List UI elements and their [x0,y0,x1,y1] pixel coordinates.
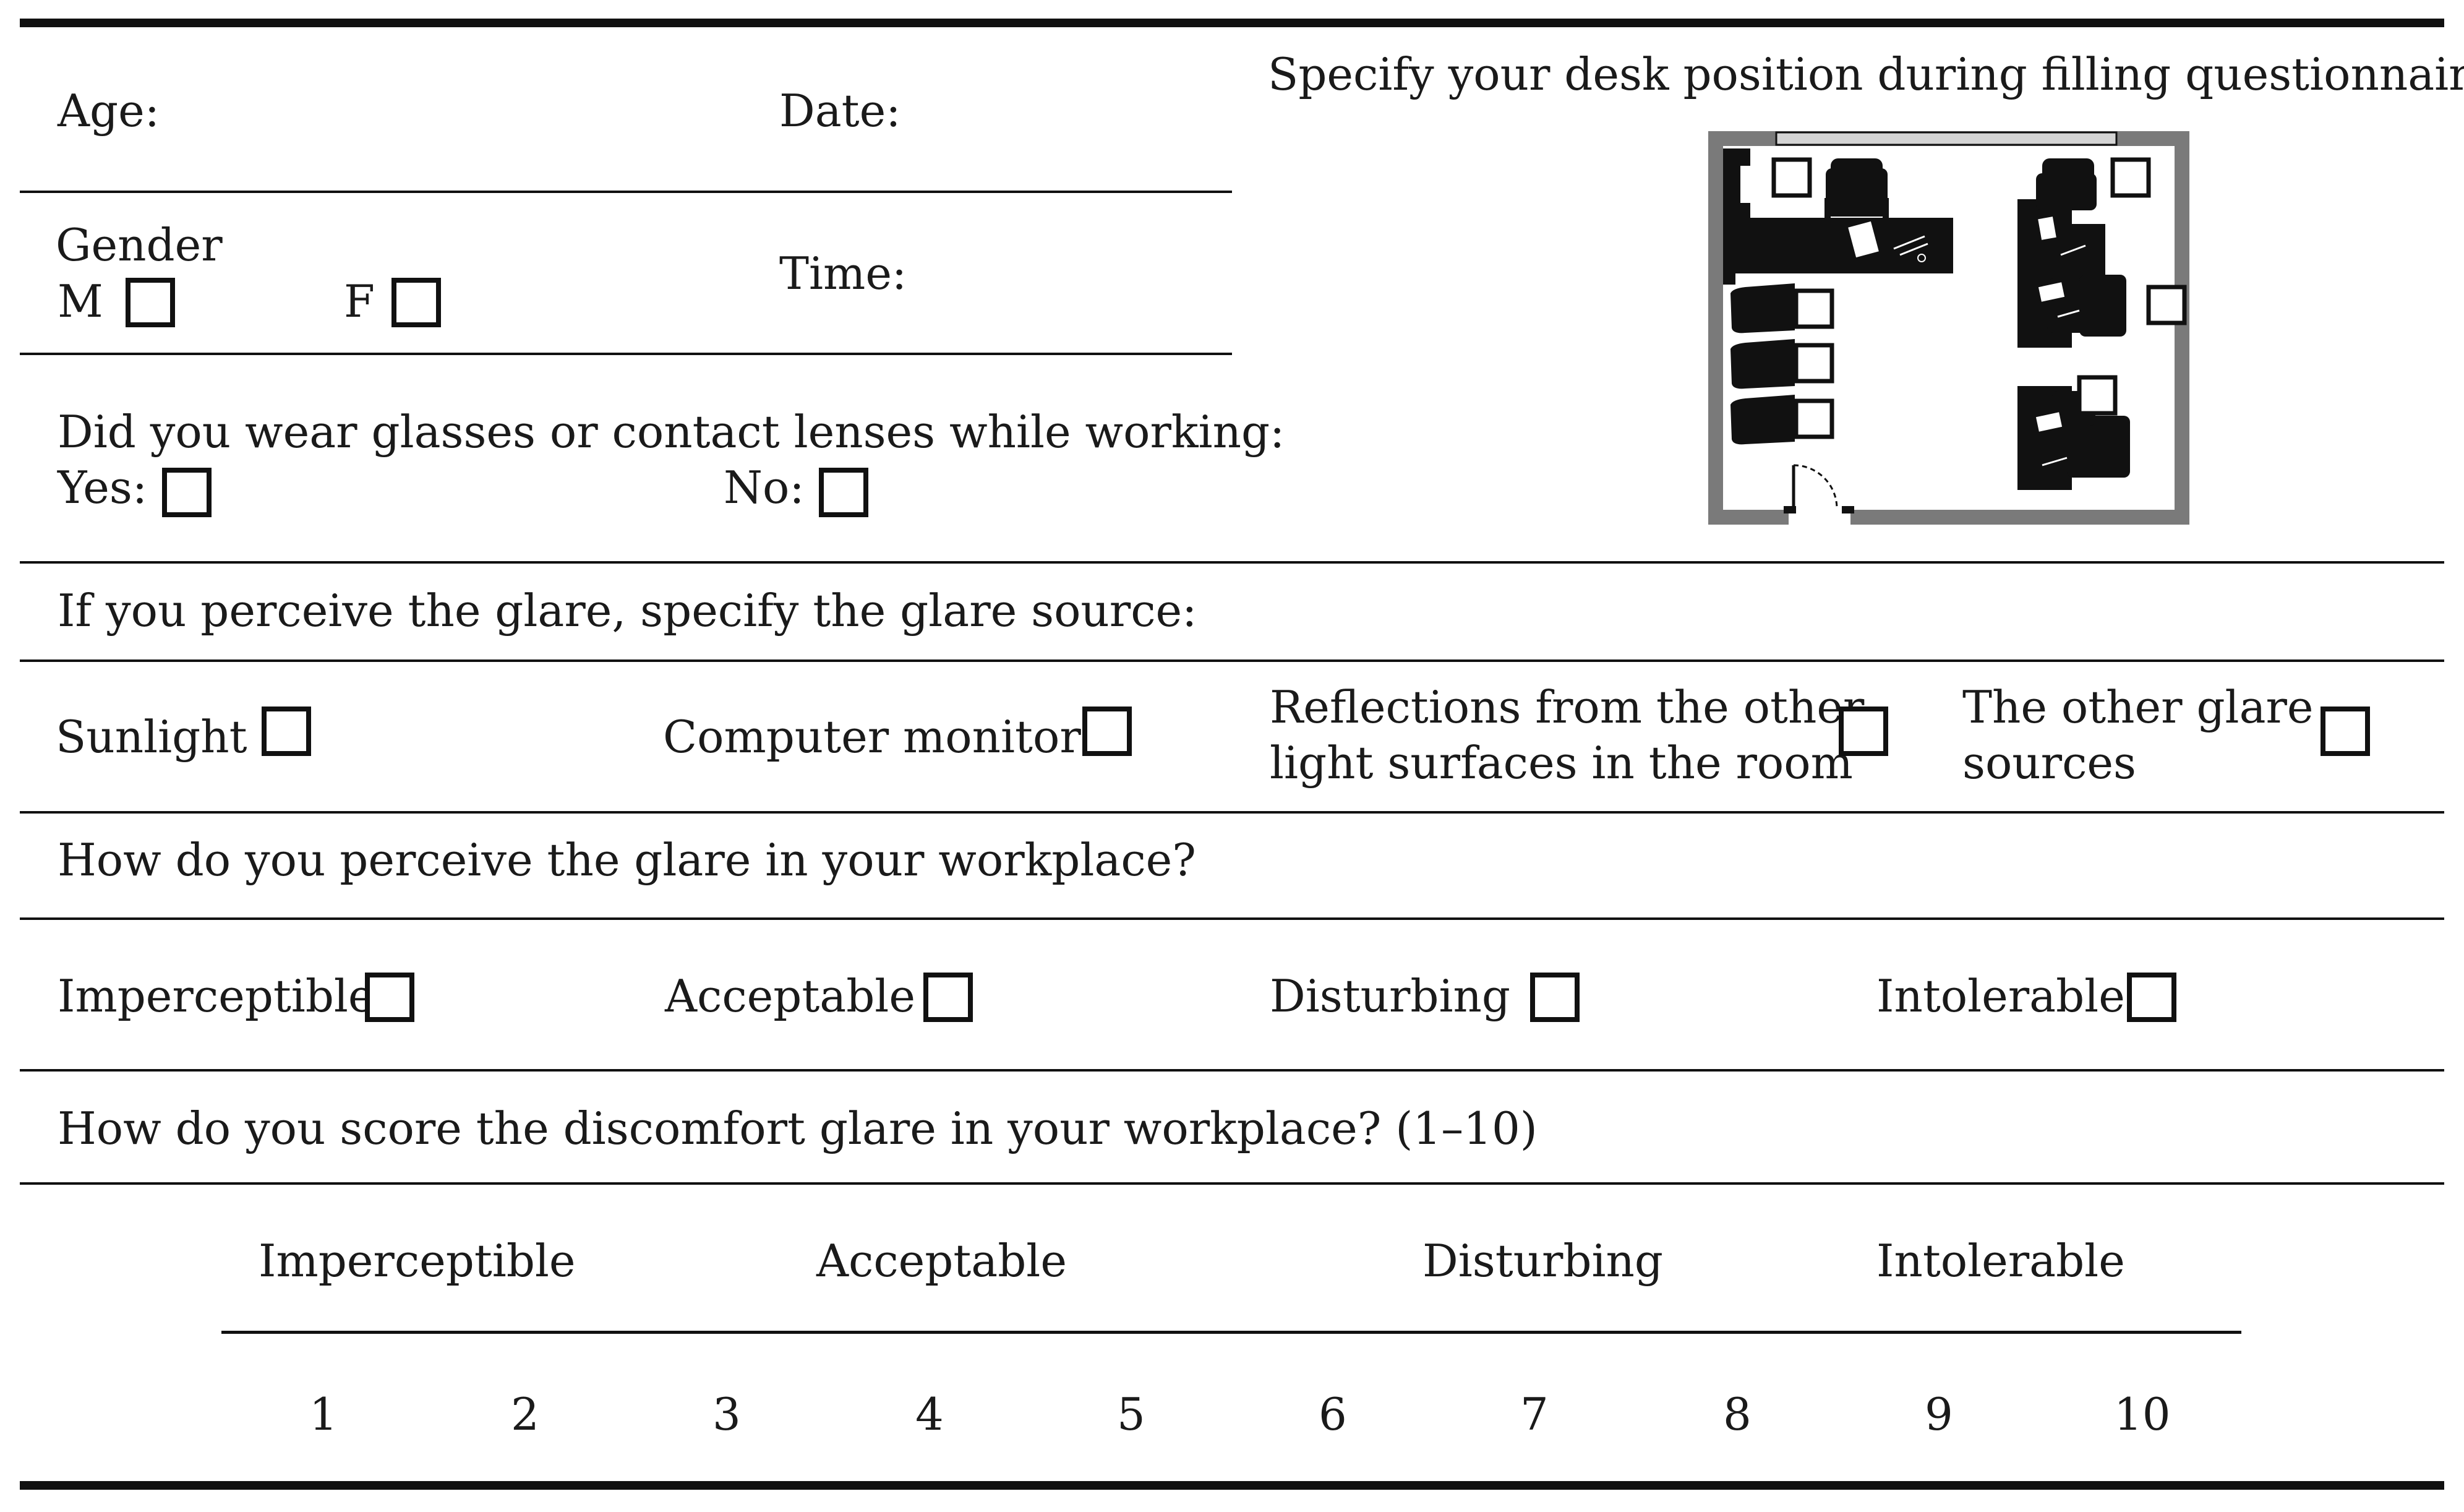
no-label: No: [724,462,805,513]
score-category-intolerable: Intolerable [1876,1235,2125,1287]
perceive-imperceptible-label: Imperceptible [58,970,375,1022]
rule-after-perceive-question [20,917,2444,920]
rule-after-source-options [20,811,2444,814]
score-5[interactable]: 5 [1117,1388,1145,1440]
score-category-imperceptible: Imperceptible [259,1235,576,1287]
source-other-label-line1: The other glare [1962,681,2314,733]
rule-after-gender [20,353,1232,355]
rule-after-perceive-options [20,1069,2444,1072]
perceive-disturbing-label: Disturbing [1270,970,1511,1022]
yes-label: Yes: [58,462,148,513]
glare-source-question: If you perceive the glare, specify the g… [58,585,1197,637]
office-floor-plan [1708,131,2189,525]
glasses-yes-checkbox[interactable] [162,468,212,517]
source-reflections-label-line1: Reflections from the other [1270,681,1865,733]
time-label: Time: [779,247,907,299]
position-checkbox-7[interactable] [2077,375,2118,416]
desk-top-left [1723,218,1953,273]
gender-label: Gender [56,219,223,271]
age-label: Age: [58,85,160,137]
source-other-label-line2: sources [1962,737,2136,789]
score-3[interactable]: 3 [712,1388,741,1440]
perceive-acceptable-label: Acceptable [665,970,915,1022]
perceive-imperceptible-checkbox[interactable] [365,973,414,1022]
window [1775,131,2118,146]
source-reflections-label-line2: light surfaces in the room [1270,737,1853,789]
perceive-intolerable-label: Intolerable [1876,970,2125,1022]
chair-left-3 [1730,395,1795,445]
score-9[interactable]: 9 [1925,1388,1953,1440]
female-label: F [344,275,375,327]
desk-position-label: Specify your desk position during fillin… [1268,48,2464,100]
score-8[interactable]: 8 [1723,1388,1752,1440]
position-checkbox-4[interactable] [1794,343,1834,384]
source-monitor-checkbox[interactable] [1082,707,1132,756]
female-checkbox[interactable] [391,278,441,327]
source-reflections-checkbox[interactable] [1839,707,1888,756]
perceive-intolerable-checkbox[interactable] [2127,973,2176,1022]
position-checkbox-2[interactable] [2110,157,2151,198]
score-category-disturbing: Disturbing [1422,1235,1664,1287]
chair-left-1 [1730,283,1795,333]
score-1[interactable]: 1 [309,1388,338,1440]
source-other-checkbox[interactable] [2321,707,2370,756]
score-category-acceptable: Acceptable [816,1235,1067,1287]
perceive-disturbing-checkbox[interactable] [1530,973,1580,1022]
position-checkbox-6[interactable] [2146,285,2187,325]
chair-left-2 [1730,339,1795,389]
top-border [20,19,2444,27]
source-sunlight-checkbox[interactable] [262,707,311,756]
source-sunlight-label: Sunlight [56,711,247,763]
score-10[interactable]: 10 [2114,1388,2171,1440]
rule-after-age [20,191,1232,193]
score-4[interactable]: 4 [915,1388,944,1440]
perceive-acceptable-checkbox[interactable] [923,973,973,1022]
score-2[interactable]: 2 [511,1388,539,1440]
date-label: Date: [779,85,901,137]
door-gap [1789,509,1850,525]
rule-after-glasses [20,561,2444,564]
position-checkbox-3[interactable] [1794,288,1834,329]
glasses-question: Did you wear glasses or contact lenses w… [58,406,1285,458]
score-scale-line [221,1331,2241,1334]
bottom-border [20,1481,2444,1490]
rule-after-source-question [20,659,2444,662]
source-monitor-label: Computer monitor [663,711,1081,763]
score-6[interactable]: 6 [1319,1388,1347,1440]
score-7[interactable]: 7 [1520,1388,1549,1440]
glare-score-question: How do you score the discomfort glare in… [58,1102,1538,1154]
glasses-no-checkbox[interactable] [819,468,868,517]
position-checkbox-1[interactable] [1771,157,1812,198]
glare-perception-question: How do you perceive the glare in your wo… [58,834,1196,886]
male-checkbox[interactable] [126,278,175,327]
position-checkbox-5[interactable] [1794,398,1834,439]
rule-after-score-question [20,1182,2444,1185]
male-label: M [58,275,103,327]
